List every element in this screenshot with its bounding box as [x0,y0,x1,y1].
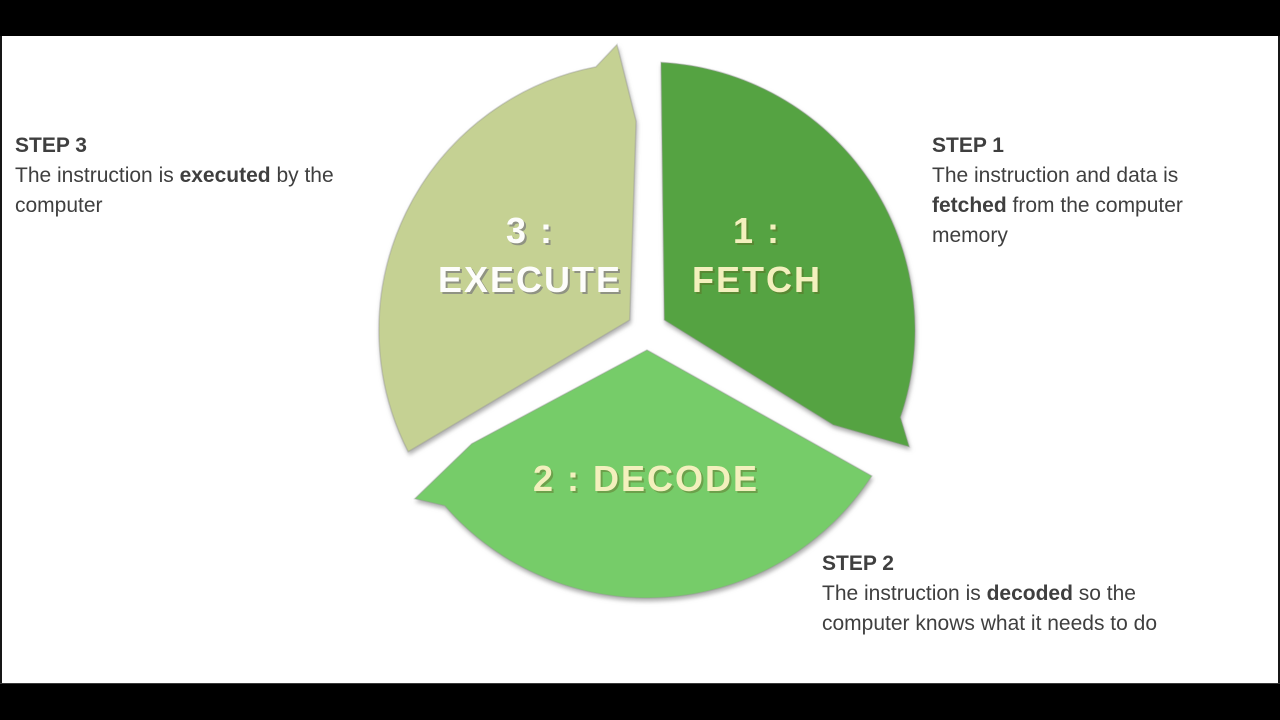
execute-label-number: 3 : [506,210,554,251]
step-2-text-after: so the computer knows what it needs to d… [822,582,1158,635]
slide-content: 1 : FETCH 2 : DECODE 3 : EXECUTE STEP 1 … [0,36,1280,683]
step-1-title: STEP 1 [932,134,1004,157]
step-3-text-before: The instruction is [15,164,180,187]
step-2-text-before: The instruction is [822,582,987,605]
fetch-label-number: 1 : [733,210,781,251]
step-1-annotation: STEP 1 The instruction and data is fetch… [932,131,1242,251]
execute-label-name: EXECUTE [438,259,622,300]
step-3-title: STEP 3 [15,134,87,157]
pie-slice-fetch [660,61,916,448]
step-1-keyword: fetched [932,194,1007,217]
step-2-annotation: STEP 2 The instruction is decoded so the… [822,549,1187,639]
step-1-text-before: The instruction and data is [932,164,1179,187]
step-3-text-after: by the computer [15,164,334,217]
pie-slice-execute [378,43,637,453]
pie-slice-decode [413,349,873,599]
step-2-title: STEP 2 [822,552,894,575]
step-1-text-after: from the computer memory [932,194,1183,247]
decode-label: 2 : DECODE [533,458,759,499]
fetch-label-name: FETCH [692,259,822,300]
letterbox-bottom-bar [0,683,1280,720]
step-1-text: The instruction and data is fetched from… [932,161,1242,251]
step-3-text: The instruction is executed by the compu… [15,161,337,221]
step-3-keyword: executed [179,164,271,187]
step-2-keyword: decoded [986,582,1073,605]
step-2-text: The instruction is decoded so the comput… [822,579,1187,639]
step-3-annotation: STEP 3 The instruction is executed by th… [15,131,337,221]
cycle-diagram: 1 : FETCH 2 : DECODE 3 : EXECUTE [378,43,916,599]
letterbox-top-bar [0,0,1280,37]
